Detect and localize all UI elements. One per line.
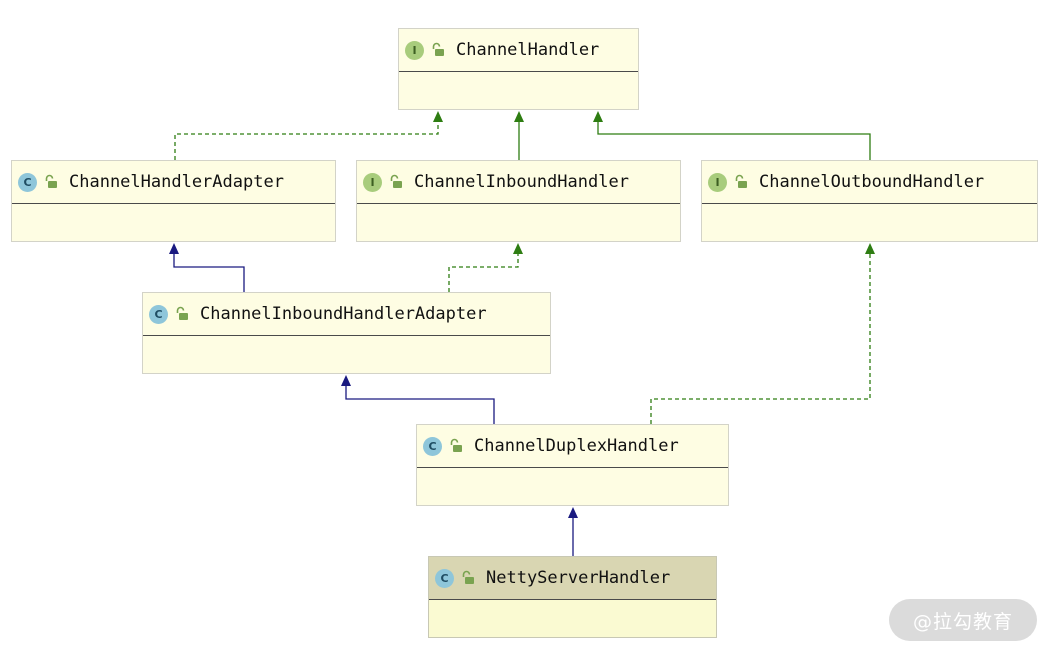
- node-header: C ChannelInboundHandlerAdapter: [143, 293, 550, 336]
- public-lock-icon: [43, 174, 59, 190]
- interface-icon: I: [708, 172, 727, 192]
- edge-inbound-to-handler: [514, 111, 524, 160]
- class-name: NettyServerHandler: [486, 568, 671, 588]
- class-icon: C: [18, 172, 37, 192]
- node-channel-handler-adapter[interactable]: C ChannelHandlerAdapter: [11, 160, 336, 242]
- interface-icon: I: [405, 40, 424, 60]
- node-channel-inbound-handler-adapter[interactable]: C ChannelInboundHandlerAdapter: [142, 292, 551, 374]
- class-name: ChannelDuplexHandler: [474, 436, 679, 456]
- node-header: I ChannelHandler: [399, 29, 638, 72]
- node-channel-outbound-handler[interactable]: I ChannelOutboundHandler: [701, 160, 1038, 242]
- public-lock-icon: [174, 306, 190, 322]
- public-lock-icon: [388, 174, 404, 190]
- node-netty-server-handler[interactable]: C NettyServerHandler: [428, 556, 717, 638]
- node-header: C ChannelHandlerAdapter: [12, 161, 335, 204]
- edge-duplex-to-outbound: [650, 243, 875, 424]
- node-header: I ChannelInboundHandler: [357, 161, 680, 204]
- node-header: C NettyServerHandler: [429, 557, 716, 600]
- public-lock-icon: [460, 570, 476, 586]
- class-name: ChannelHandler: [456, 40, 600, 60]
- node-header: C ChannelDuplexHandler: [417, 425, 728, 468]
- edge-netty-to-duplex: [568, 507, 578, 556]
- node-channel-duplex-handler[interactable]: C ChannelDuplexHandler: [416, 424, 729, 506]
- class-name: ChannelHandlerAdapter: [69, 172, 284, 192]
- class-icon: C: [423, 436, 442, 456]
- public-lock-icon: [733, 174, 749, 190]
- node-channel-handler[interactable]: I ChannelHandler: [398, 28, 639, 110]
- class-icon: C: [149, 304, 168, 324]
- node-header: I ChannelOutboundHandler: [702, 161, 1037, 204]
- class-name: ChannelOutboundHandler: [759, 172, 985, 192]
- class-name: ChannelInboundHandlerAdapter: [200, 304, 487, 324]
- class-name: ChannelInboundHandler: [414, 172, 629, 192]
- edge-adapter-to-handler: [174, 111, 443, 160]
- class-icon: C: [435, 568, 454, 588]
- public-lock-icon: [430, 42, 446, 58]
- node-channel-inbound-handler[interactable]: I ChannelInboundHandler: [356, 160, 681, 242]
- interface-icon: I: [363, 172, 382, 192]
- edge-outbound-to-handler: [593, 111, 871, 160]
- watermark: @拉勾教育: [889, 599, 1037, 641]
- public-lock-icon: [448, 438, 464, 454]
- edge-inbound-adapter-to-adapter: [169, 243, 245, 292]
- edge-inbound-adapter-to-inbound: [448, 243, 523, 292]
- edge-duplex-to-inbound-adapter: [341, 375, 495, 424]
